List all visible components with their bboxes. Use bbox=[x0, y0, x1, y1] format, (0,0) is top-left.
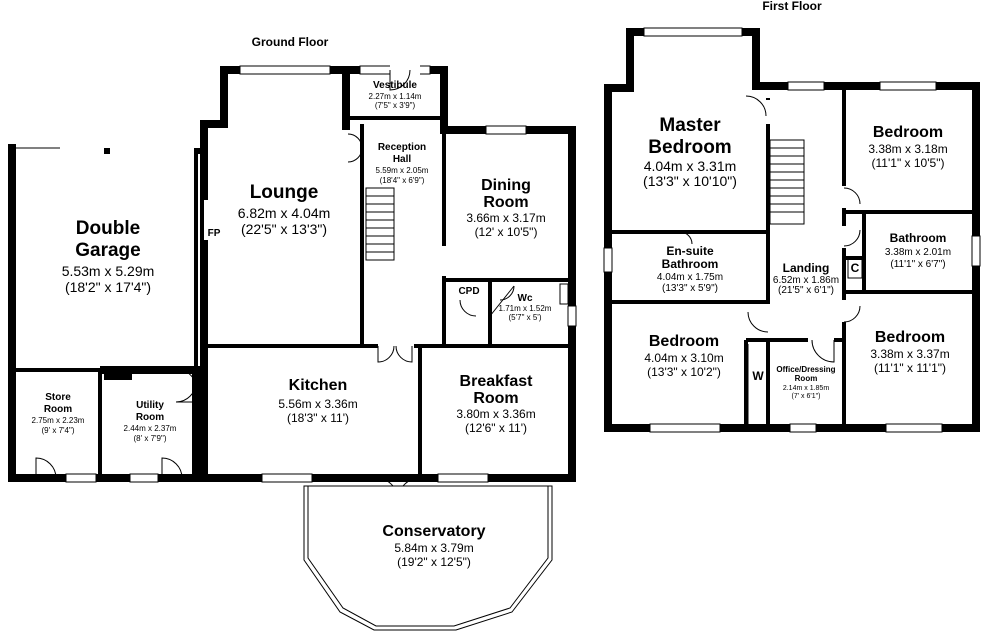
utility-room-name-1: Utility bbox=[136, 400, 164, 411]
bathroom-metric: 3.38m x 2.01m bbox=[885, 247, 951, 258]
landing-name: Landing bbox=[783, 261, 830, 275]
bedroom-sw-name: Bedroom bbox=[649, 333, 719, 350]
dining-room-name-2: Room bbox=[483, 194, 528, 211]
bedroom-se-name: Bedroom bbox=[875, 329, 945, 346]
wc-metric: 1.71m x 1.52m bbox=[499, 304, 552, 313]
ensuite-name-1: En-suite bbox=[666, 244, 714, 258]
cupboard-label: C bbox=[851, 261, 860, 275]
wardrobe-label: W bbox=[752, 369, 764, 383]
conservatory-walls bbox=[303, 485, 553, 631]
vestibule-name: Vestibule bbox=[373, 80, 417, 91]
bathroom-imperial: (11'1" x 6'7") bbox=[890, 259, 945, 270]
reception-hall-imperial: (18'4" x 6'9") bbox=[380, 176, 425, 185]
store-room-imperial: (9' x 7'4") bbox=[41, 426, 74, 435]
office-metric: 2.14m x 1.85m bbox=[783, 385, 829, 392]
first-floor-walls bbox=[603, 27, 981, 433]
garage-walls bbox=[8, 144, 200, 483]
master-bedroom-metric: 4.04m x 3.31m bbox=[644, 158, 737, 174]
store-room-metric: 2.75m x 2.23m bbox=[32, 416, 85, 425]
bedroom-ne-metric: 3.38m x 3.18m bbox=[868, 142, 947, 156]
cpd-label: CPD bbox=[458, 286, 479, 297]
master-bedroom-imperial: (13'3" x 10'10") bbox=[643, 173, 737, 189]
lounge-imperial: (22'5" x 13'3") bbox=[241, 221, 327, 237]
reception-hall-name-2: Hall bbox=[393, 154, 412, 165]
house-walls bbox=[200, 64, 577, 501]
conservatory-imperial: (19'2" x 12'5") bbox=[397, 555, 471, 569]
kitchen-imperial: (18'3" x 11') bbox=[287, 411, 349, 425]
ground-stairs bbox=[365, 187, 395, 261]
first-floor: First Floor Master Bedroom 4.04m x 3.31m… bbox=[603, 0, 981, 433]
lounge-fireplace-label: FP bbox=[208, 228, 221, 239]
ground-floor: Ground Floor Double Garage 5.53m x 5.29m… bbox=[8, 35, 577, 631]
breakfast-room-imperial: (12'6" x 11') bbox=[465, 421, 527, 435]
master-bedroom-name-1: Master bbox=[659, 115, 721, 136]
bedroom-sw-metric: 4.04m x 3.10m bbox=[644, 351, 723, 365]
landing-metric: 6.52m x 1.86m bbox=[773, 275, 839, 286]
kitchen-name: Kitchen bbox=[289, 377, 348, 394]
ensuite-metric: 4.04m x 1.75m bbox=[657, 272, 723, 283]
wc-name: Wc bbox=[518, 293, 533, 304]
breakfast-room-name-2: Room bbox=[473, 390, 518, 407]
garage-metric: 5.53m x 5.29m bbox=[62, 263, 155, 279]
dining-room-imperial: (12' x 10'5") bbox=[475, 225, 538, 239]
office-name-1: Office/Dressing bbox=[776, 365, 835, 374]
conservatory-name: Conservatory bbox=[382, 523, 485, 540]
store-room-name-2: Room bbox=[44, 404, 72, 415]
first-floor-title: First Floor bbox=[762, 0, 822, 13]
utility-room-metric: 2.44m x 2.37m bbox=[124, 424, 177, 433]
lounge-metric: 6.82m x 4.04m bbox=[238, 205, 331, 221]
vestibule-metric: 2.27m x 1.14m bbox=[369, 92, 422, 101]
reception-hall-metric: 5.59m x 2.05m bbox=[376, 166, 429, 175]
ensuite-name-2: Bathroom bbox=[662, 257, 719, 271]
wc-imperial: (5'7" x 5') bbox=[508, 313, 541, 322]
bedroom-ne-name: Bedroom bbox=[873, 124, 943, 141]
bedroom-ne-imperial: (11'1" x 10'5") bbox=[872, 156, 945, 170]
lounge-name: Lounge bbox=[250, 182, 319, 203]
dining-room-name-1: Dining bbox=[481, 177, 531, 194]
bedroom-sw-imperial: (13'3" x 10'2") bbox=[647, 365, 721, 379]
utility-room-name-2: Room bbox=[136, 412, 164, 423]
landing-imperial: (21'5" x 6'1") bbox=[778, 285, 834, 296]
store-room-name-1: Store bbox=[45, 392, 71, 403]
office-name-2: Room bbox=[795, 374, 818, 383]
utility-room-imperial: (8' x 7'9") bbox=[133, 434, 166, 443]
vestibule-imperial: (7'5" x 3'9") bbox=[375, 101, 416, 110]
garage-name-2: Garage bbox=[75, 240, 140, 261]
bedroom-se-imperial: (11'1" x 11'1") bbox=[874, 361, 946, 375]
office-imperial: (7' x 6'1") bbox=[792, 393, 821, 400]
kitchen-metric: 5.56m x 3.36m bbox=[278, 397, 357, 411]
dining-room-metric: 3.66m x 3.17m bbox=[466, 211, 545, 225]
conservatory-metric: 5.84m x 3.79m bbox=[394, 541, 473, 555]
breakfast-room-name-1: Breakfast bbox=[460, 373, 534, 390]
bathroom-name: Bathroom bbox=[890, 231, 947, 245]
master-bedroom-name-2: Bedroom bbox=[648, 137, 731, 158]
breakfast-room-metric: 3.80m x 3.36m bbox=[456, 407, 535, 421]
ensuite-imperial: (13'3" x 5'9") bbox=[662, 283, 718, 294]
first-stairs bbox=[769, 139, 805, 225]
reception-hall-name-1: Reception bbox=[378, 142, 426, 153]
bedroom-se-metric: 3.38m x 3.37m bbox=[870, 347, 949, 361]
garage-name-1: Double bbox=[76, 218, 140, 239]
garage-imperial: (18'2" x 17'4") bbox=[65, 279, 151, 295]
ground-floor-title: Ground Floor bbox=[252, 35, 329, 49]
